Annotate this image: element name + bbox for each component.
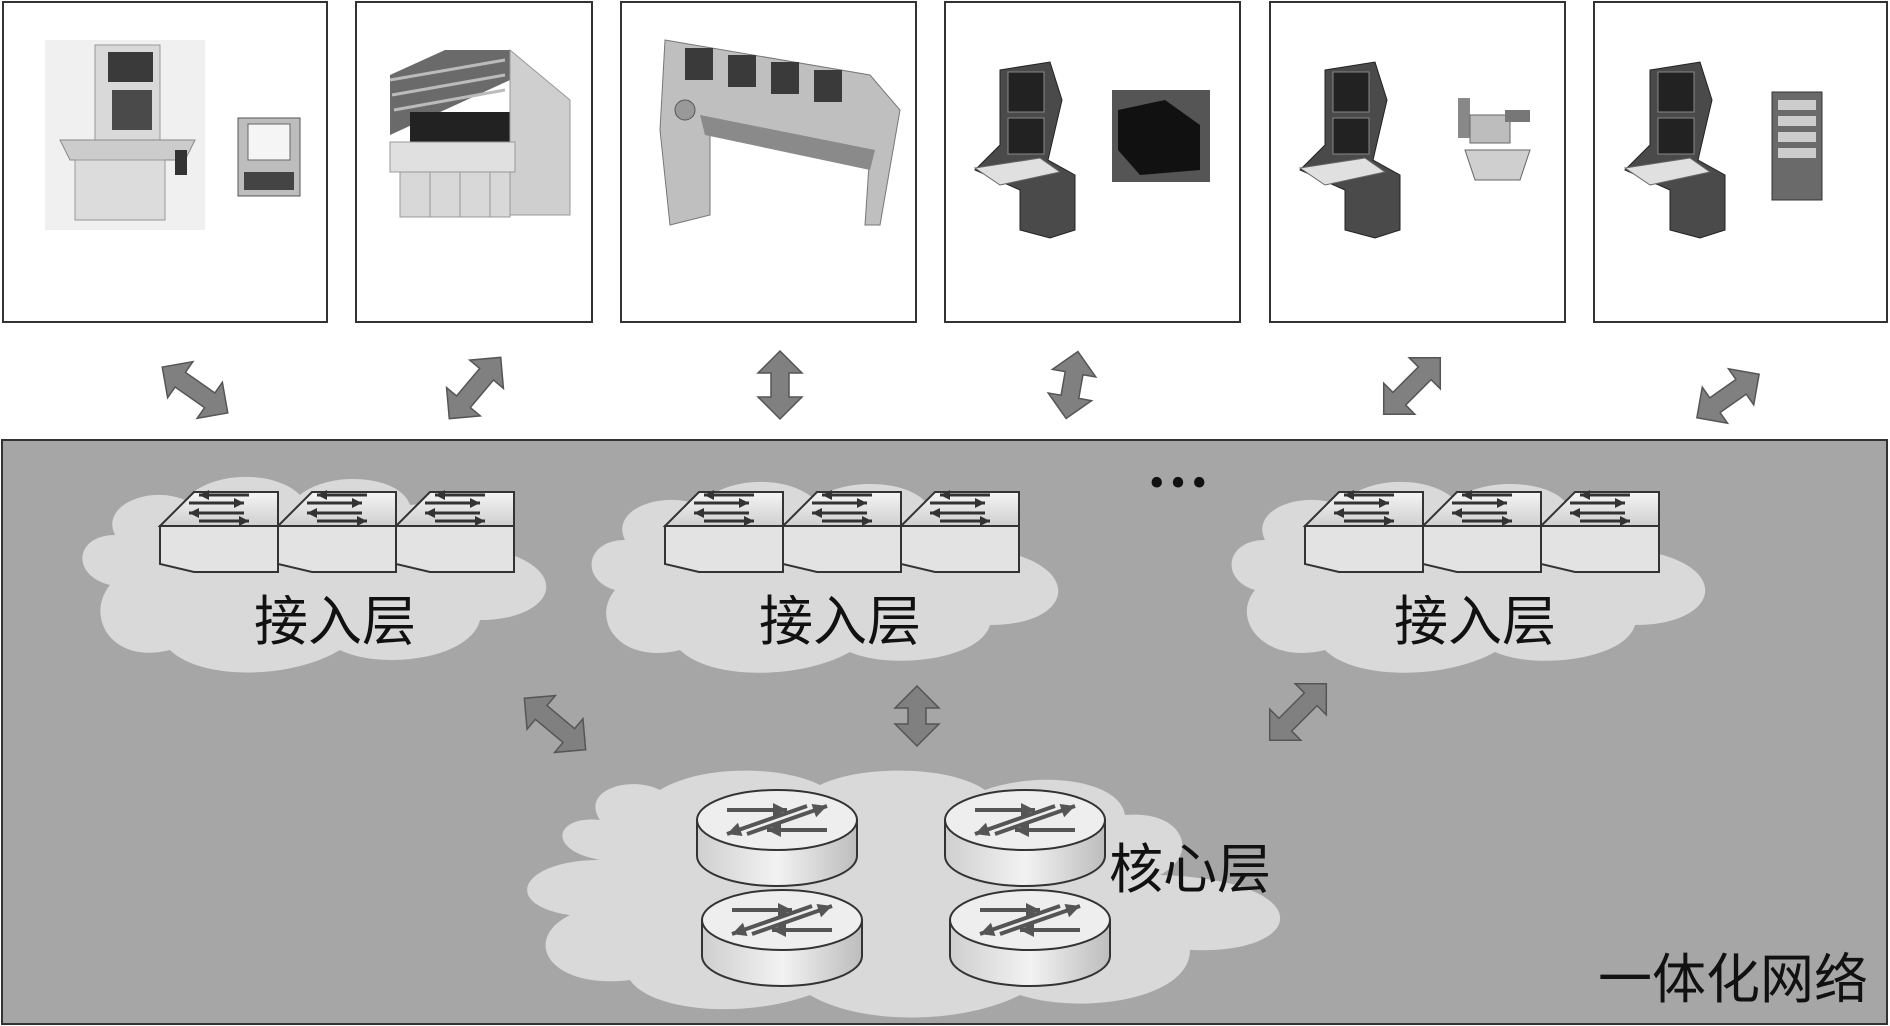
console-server-icon <box>1623 61 1823 239</box>
curved-console-icon <box>659 39 901 226</box>
network-label: 一体化网络 <box>1598 948 1868 1011</box>
router-icon <box>949 889 1111 987</box>
switch-icon <box>1420 490 1542 573</box>
switch-icon <box>157 490 279 573</box>
double-arrow-icon <box>523 694 587 754</box>
switch-icon <box>1302 490 1424 573</box>
double-arrow-icon <box>893 684 941 748</box>
switch-icon <box>1538 490 1660 573</box>
double-arrow-icon <box>161 360 229 420</box>
access-switches <box>157 490 1660 573</box>
router-icon <box>701 889 863 987</box>
switch-icon <box>780 490 902 573</box>
console-turret-icon <box>1298 61 1531 239</box>
access-layer-label-3: 接入层 <box>1394 590 1556 653</box>
router-icon <box>944 789 1106 887</box>
connection-arrows <box>161 349 1760 754</box>
core-routers <box>696 789 1111 987</box>
switch-icon <box>275 490 397 573</box>
double-arrow-icon <box>756 349 804 421</box>
core-layer-label: 核心层 <box>1109 838 1271 901</box>
device-row <box>2 1 1888 323</box>
ellipsis: ••• <box>1146 464 1210 505</box>
double-arrow-icon <box>445 356 505 420</box>
double-arrow-icon <box>1046 350 1098 420</box>
switch-icon <box>393 490 515 573</box>
double-arrow-icon <box>1696 367 1760 425</box>
double-arrow-icon <box>1382 356 1442 416</box>
switch-icon <box>662 490 784 573</box>
switch-icon <box>898 490 1020 573</box>
access-layer-label-2: 接入层 <box>759 590 921 653</box>
access-layer-label-1: 接入层 <box>254 590 416 653</box>
double-arrow-icon <box>1268 682 1328 742</box>
console-display-icon <box>973 61 1210 239</box>
small-unit-icon <box>237 117 301 197</box>
router-icon <box>696 789 858 887</box>
console-terminal-icon <box>45 40 205 230</box>
control-panel-rack-icon <box>389 48 571 218</box>
